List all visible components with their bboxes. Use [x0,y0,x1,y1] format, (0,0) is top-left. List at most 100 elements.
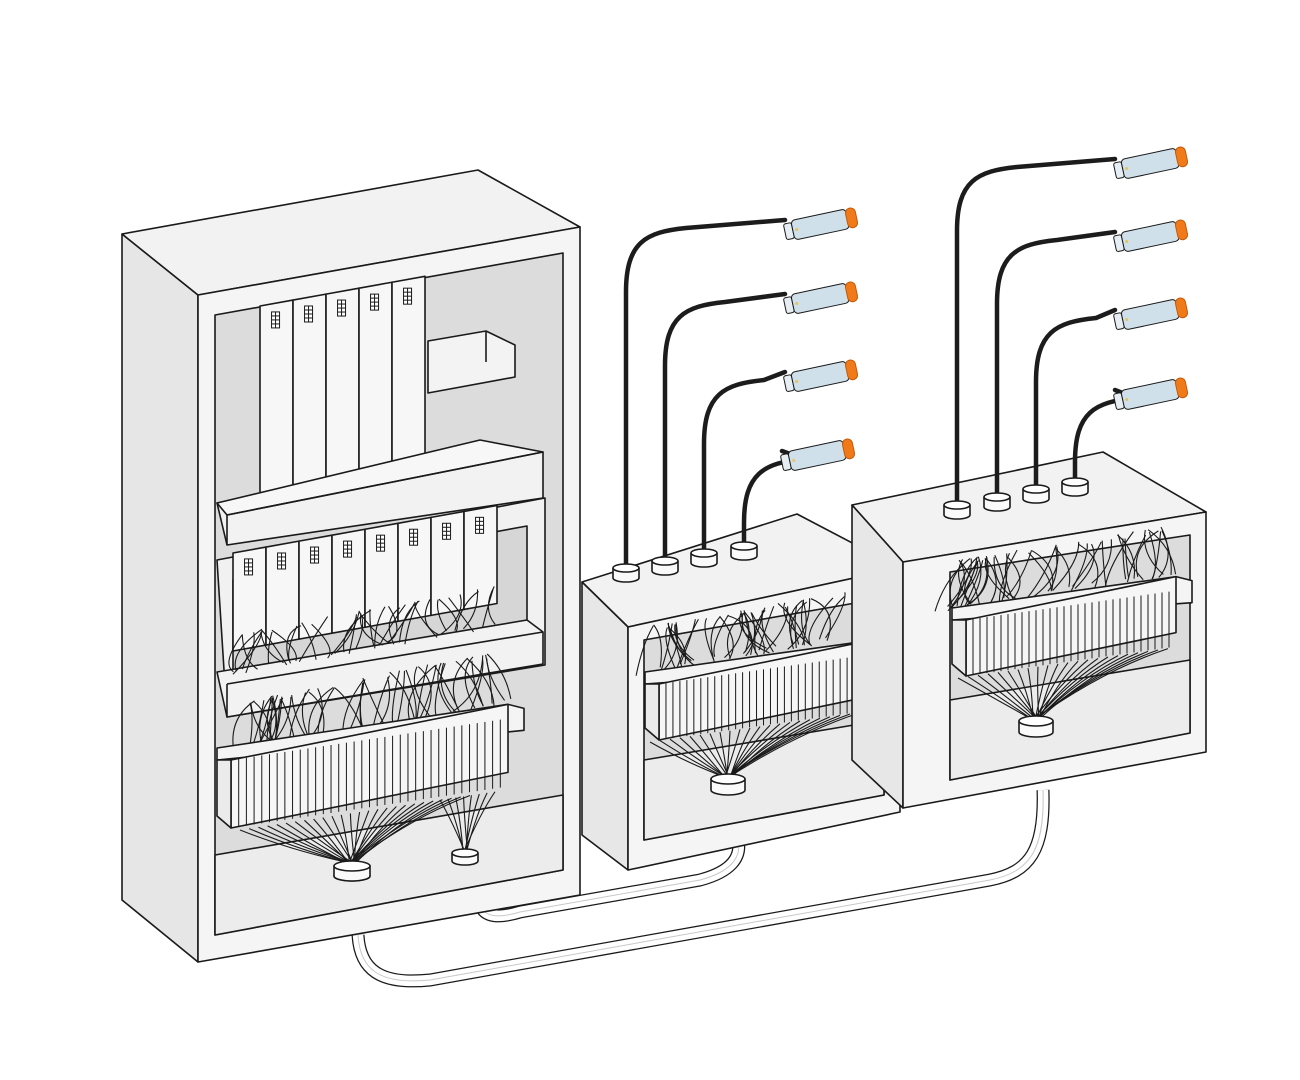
main-control-cabinet [121,169,581,963]
cylindrical-proximity-sensor-icon [783,207,859,240]
wire [1028,552,1052,592]
wire [784,606,800,645]
wire [331,815,354,865]
wire [361,615,390,645]
wire [676,619,699,668]
wire [758,606,775,651]
wire [765,606,789,652]
wire [704,618,715,660]
wire [818,596,845,640]
cable-gland-small [451,848,479,866]
wire [1161,530,1172,575]
wire [463,791,496,853]
wire-bundle-middle [228,586,496,675]
wire [1104,531,1134,587]
wire [744,611,765,655]
wire [288,625,298,664]
wire [359,679,366,729]
wire [745,612,756,657]
wire [340,814,351,865]
wire [434,663,446,715]
wire [1091,539,1112,584]
wire [1126,534,1147,583]
wire [228,634,243,673]
cylindrical-proximity-sensor-icon [1113,297,1189,330]
wire [334,610,360,654]
wire [663,623,678,670]
wire [949,559,965,610]
wire [276,824,350,865]
wire [950,561,979,608]
wire-fan-j2 [957,648,1169,721]
wire [963,560,984,610]
wire [1144,529,1164,575]
wire [1034,665,1049,721]
wire [679,619,696,665]
wire [1027,668,1034,721]
wire [739,612,767,649]
wire [1117,534,1136,579]
top-rack-module [325,287,360,485]
wire [794,605,798,649]
wire [465,792,488,853]
wire [1148,532,1156,580]
junction-box-2 [851,451,1207,809]
wire [949,558,971,609]
wire-bundle-j1 [635,592,846,676]
wire [635,625,654,676]
wire [464,656,476,709]
wire [440,594,462,635]
wire [727,712,861,779]
terminal-strip-j2 [951,575,1193,677]
cylindrical-proximity-sensor-icon [783,359,859,392]
cylindrical-proximity-sensor-icon [780,438,856,471]
wire [294,821,355,865]
cylindrical-proximity-sensor-icon [1113,377,1189,410]
wire [413,666,430,716]
wire [668,626,695,666]
cylindrical-proximity-sensor-icon [1113,219,1189,252]
wire [417,666,432,721]
wire [380,604,406,644]
wire [726,719,811,779]
sensor-cable [1033,307,1118,492]
wire [959,560,979,609]
wire [653,624,662,668]
wire [751,612,777,647]
wire [454,591,479,631]
wire [398,600,420,643]
wire [486,653,512,699]
cable-gland-j2-inner [1018,715,1054,738]
wire [1047,547,1058,592]
wire [232,631,263,675]
sensor-cable [623,217,788,571]
wire [241,634,258,670]
wire [801,599,813,647]
wire [966,556,989,606]
wire [448,597,474,633]
wire [313,818,350,865]
wire [486,658,506,701]
wire [810,598,831,641]
wire [298,616,329,663]
wire [271,629,297,662]
wire [455,797,464,853]
sensor-group-j2 [943,146,1189,520]
sensor-cable [994,229,1118,500]
wire [783,602,811,646]
wire [934,564,964,612]
top-rack-module [358,281,393,479]
wire [965,556,982,608]
module-rack-middle [232,504,498,652]
wire [1101,540,1107,586]
mid-rack-module [232,546,267,652]
wire [308,687,334,740]
wire [1078,543,1099,588]
wire [234,628,263,671]
mid-rack-module [463,504,498,611]
wire [1055,548,1071,587]
sensor-group-j1 [612,207,859,583]
wire [1122,538,1127,580]
wire [424,599,439,635]
